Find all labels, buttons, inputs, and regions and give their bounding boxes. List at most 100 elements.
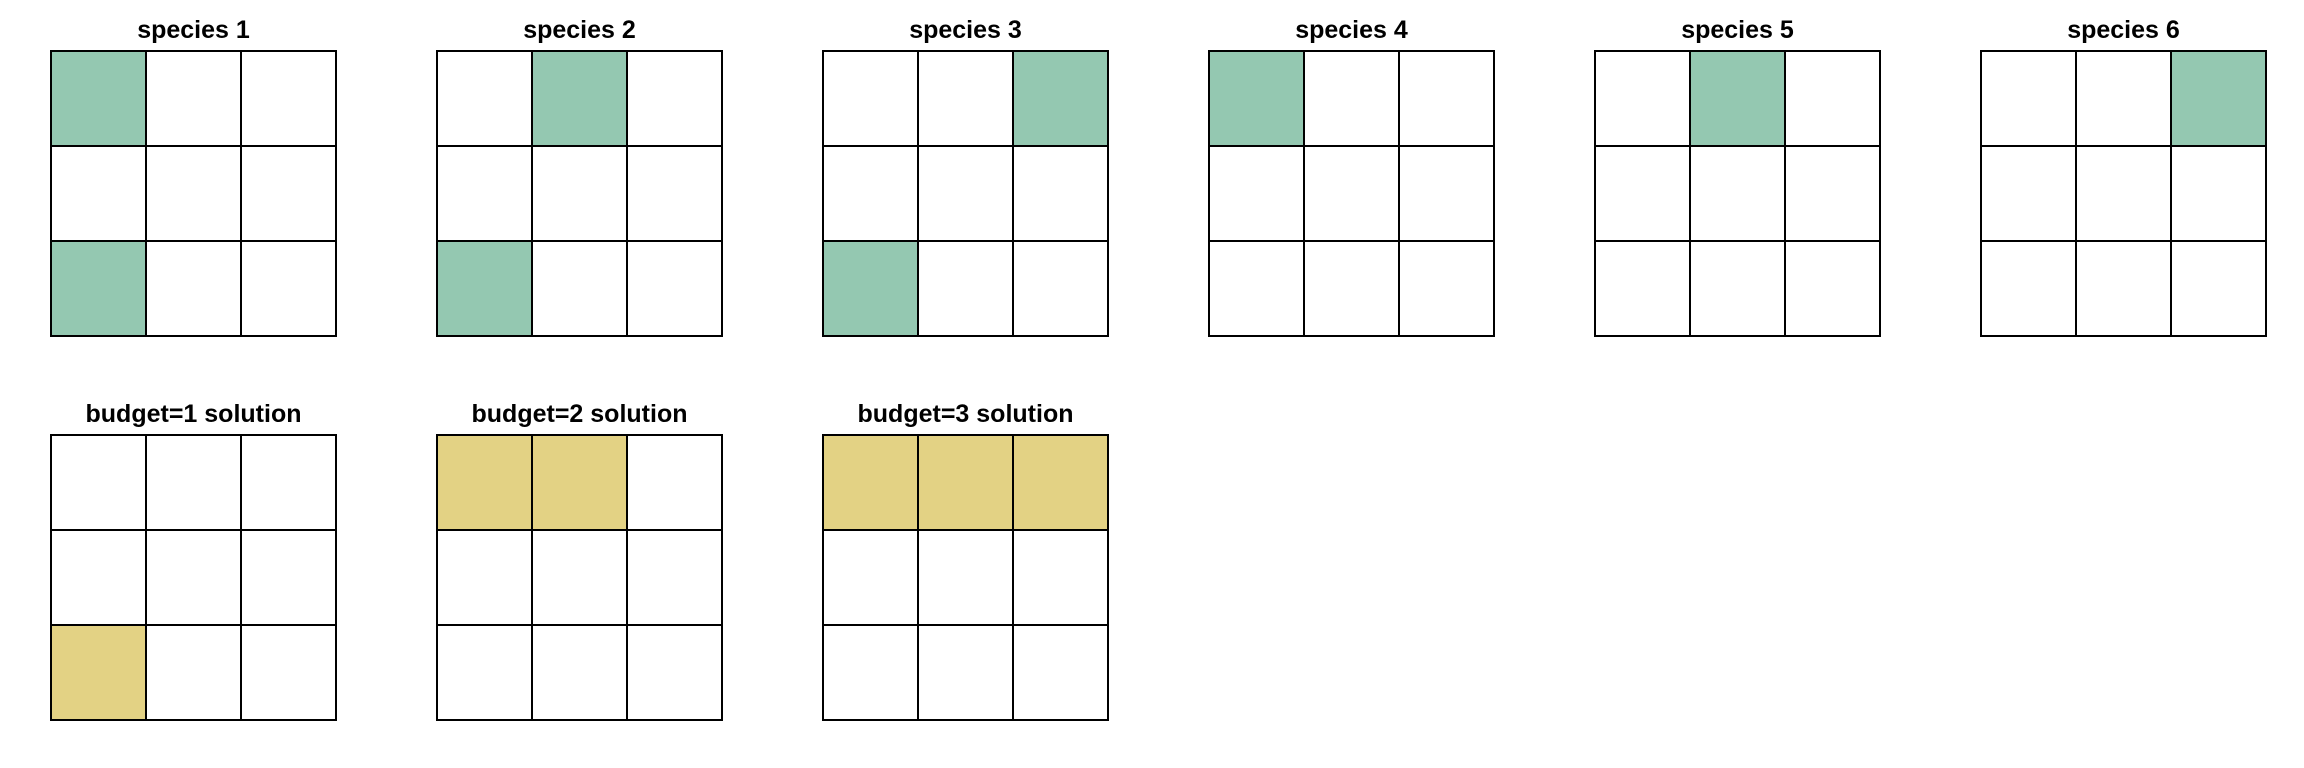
grid-cell bbox=[240, 624, 337, 721]
grid-cell-selected bbox=[436, 240, 533, 337]
grid-cell bbox=[1208, 145, 1305, 242]
grid-cell bbox=[2170, 240, 2267, 337]
panel-title: species 2 bbox=[523, 16, 636, 44]
solution-panel-3: budget=3 solution bbox=[822, 400, 1109, 721]
grid-cell bbox=[1398, 145, 1495, 242]
species-panels-row: species 1 species 2 species 3 species 4 spec… bbox=[50, 16, 2267, 337]
grid-cell bbox=[626, 240, 723, 337]
species-panel-2: species 2 bbox=[436, 16, 723, 337]
grid-cell bbox=[50, 145, 147, 242]
grid-cell bbox=[1689, 240, 1786, 337]
grid-cell bbox=[1398, 240, 1495, 337]
grid-cell bbox=[626, 624, 723, 721]
grid-cell bbox=[1980, 50, 2077, 147]
grid-cell-selected bbox=[50, 624, 147, 721]
grid-cell bbox=[145, 50, 242, 147]
panel-title: species 1 bbox=[137, 16, 250, 44]
grid-cell bbox=[1594, 145, 1691, 242]
grid-cell bbox=[626, 145, 723, 242]
grid-cell-selected bbox=[50, 240, 147, 337]
grid-cell bbox=[626, 434, 723, 531]
grid-cell bbox=[917, 529, 1014, 626]
grid-cell bbox=[145, 624, 242, 721]
grid-cell bbox=[145, 240, 242, 337]
grid-cell bbox=[436, 50, 533, 147]
grid-cell bbox=[2075, 145, 2172, 242]
grid-cell-selected bbox=[917, 434, 1014, 531]
species-panel-6: species 6 bbox=[1980, 16, 2267, 337]
grid-cell bbox=[2075, 240, 2172, 337]
grid-cell bbox=[1012, 529, 1109, 626]
species-panel-4: species 4 bbox=[1208, 16, 1495, 337]
grid-cell-selected bbox=[822, 434, 919, 531]
grid-cell bbox=[2170, 145, 2267, 242]
grid-cell bbox=[240, 434, 337, 531]
grid-cell bbox=[240, 50, 337, 147]
grid-cell bbox=[822, 529, 919, 626]
grid-cell bbox=[626, 50, 723, 147]
grid-cell bbox=[436, 145, 533, 242]
panel-title: species 5 bbox=[1681, 16, 1794, 44]
panel-title: budget=1 solution bbox=[86, 400, 302, 428]
grid-cell bbox=[50, 434, 147, 531]
grid-cell bbox=[1303, 50, 1400, 147]
grid-cell-selected bbox=[436, 434, 533, 531]
grid-cell bbox=[1303, 240, 1400, 337]
grid-cell-selected bbox=[1012, 50, 1109, 147]
grid-cell bbox=[1012, 240, 1109, 337]
grid-cell bbox=[1594, 50, 1691, 147]
grid-cell bbox=[1784, 145, 1881, 242]
grid-cell-selected bbox=[531, 50, 628, 147]
grid-cell bbox=[822, 624, 919, 721]
grid-cell bbox=[1784, 50, 1881, 147]
panel-title: budget=3 solution bbox=[858, 400, 1074, 428]
grid-cell bbox=[145, 434, 242, 531]
grid-cell bbox=[2075, 50, 2172, 147]
grid-cell-selected bbox=[1208, 50, 1305, 147]
grid-cell bbox=[1012, 145, 1109, 242]
grid-cell bbox=[1594, 240, 1691, 337]
species-panel-5: species 5 bbox=[1594, 16, 1881, 337]
grid-cell bbox=[50, 529, 147, 626]
grid-cell bbox=[822, 145, 919, 242]
grid-cell bbox=[1398, 50, 1495, 147]
grid-cell bbox=[1689, 145, 1786, 242]
grid-cell bbox=[917, 624, 1014, 721]
grid-cell bbox=[1784, 240, 1881, 337]
panel-title: budget=2 solution bbox=[472, 400, 688, 428]
solution-panel-2: budget=2 solution bbox=[436, 400, 723, 721]
grid-cell bbox=[240, 145, 337, 242]
grid-cell bbox=[1980, 240, 2077, 337]
grid-cell bbox=[531, 240, 628, 337]
species-panel-1: species 1 bbox=[50, 16, 337, 337]
grid-cell bbox=[531, 624, 628, 721]
panel-title: species 4 bbox=[1295, 16, 1408, 44]
species-panel-3: species 3 bbox=[822, 16, 1109, 337]
grid-cell bbox=[822, 50, 919, 147]
grid-cell bbox=[145, 145, 242, 242]
grid-cell bbox=[436, 529, 533, 626]
panel-title: species 3 bbox=[909, 16, 1022, 44]
solution-panel-1: budget=1 solution bbox=[50, 400, 337, 721]
grid-cell bbox=[917, 50, 1014, 147]
grid-cell-selected bbox=[50, 50, 147, 147]
grid-cell bbox=[436, 624, 533, 721]
grid-cell bbox=[1208, 240, 1305, 337]
grid-cell-selected bbox=[822, 240, 919, 337]
grid-cell-selected bbox=[1689, 50, 1786, 147]
grid-cell-selected bbox=[1012, 434, 1109, 531]
grid-cell bbox=[240, 240, 337, 337]
grid-cell bbox=[917, 145, 1014, 242]
grid-cell-selected bbox=[531, 434, 628, 531]
grid-cell bbox=[626, 529, 723, 626]
grid-cell bbox=[917, 240, 1014, 337]
grid-cell bbox=[1012, 624, 1109, 721]
grid-cell bbox=[1980, 145, 2077, 242]
grid-cell bbox=[240, 529, 337, 626]
grid-cell bbox=[1303, 145, 1400, 242]
panel-title: species 6 bbox=[2067, 16, 2180, 44]
solution-panels-row: budget=1 solution budget=2 solution budget… bbox=[50, 400, 1109, 721]
grid-cell bbox=[531, 145, 628, 242]
grid-cell bbox=[531, 529, 628, 626]
